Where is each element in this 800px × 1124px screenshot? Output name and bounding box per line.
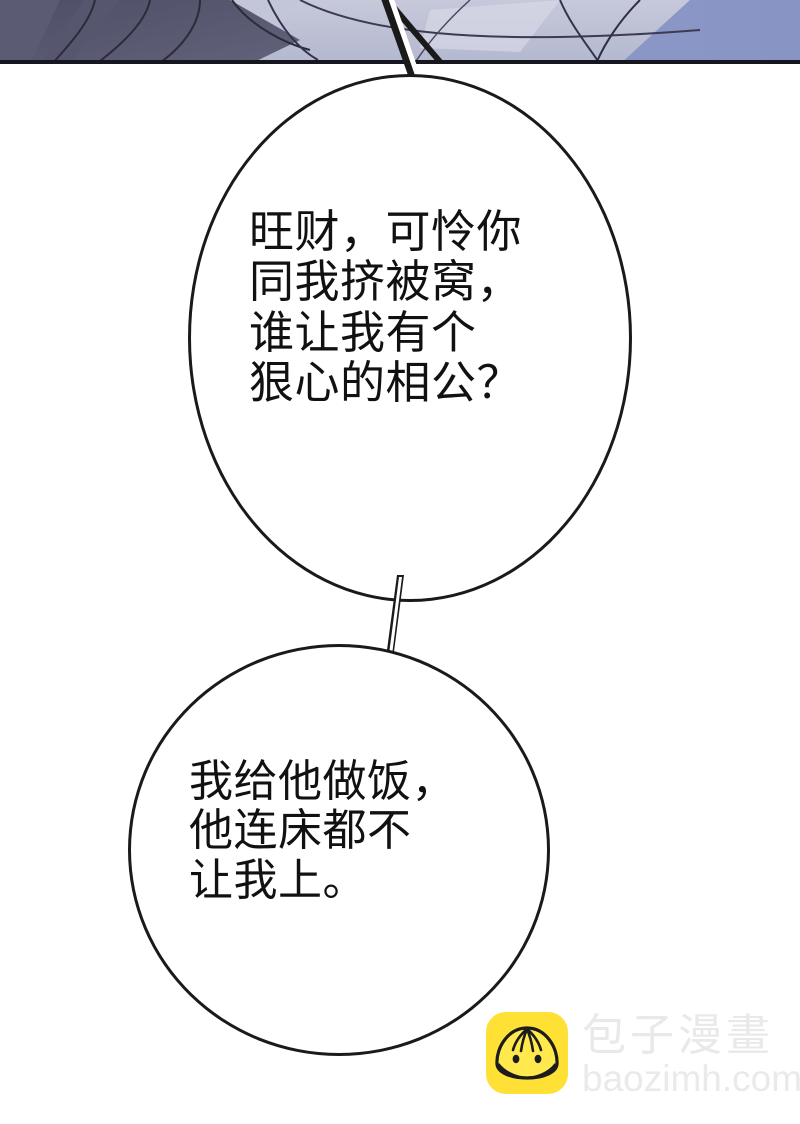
top-art-strip bbox=[0, 0, 800, 64]
speech-bubble-upper-text: 旺财，可怜你 同我挤被窝， 谁让我有个 狠心的相公？ bbox=[249, 206, 523, 409]
speech-bubble-lower-text: 我给他做饭， 他连床都不 让我上。 bbox=[189, 757, 456, 905]
art-line-fabric-1 bbox=[299, 0, 701, 39]
watermark-text-block: 包子漫畫 baozimh.com bbox=[582, 1012, 800, 1099]
art-line-fabric-2 bbox=[559, 0, 599, 60]
art-line-fabric-3 bbox=[596, 0, 641, 60]
baozi-eye-left bbox=[512, 1054, 520, 1064]
art-line-hair-3 bbox=[161, 0, 201, 60]
site-watermark: 包子漫畫 baozimh.com bbox=[486, 1012, 800, 1108]
baozi-eye-right bbox=[534, 1054, 542, 1064]
art-line-hair-1 bbox=[54, 0, 96, 60]
watermark-domain: baozimh.com bbox=[582, 1058, 800, 1099]
watermark-site-name: 包子漫畫 bbox=[582, 1011, 774, 1060]
art-illustration bbox=[0, 0, 800, 60]
art-shape-hair-strand-a bbox=[0, 0, 60, 60]
art-line-hair-5 bbox=[267, 0, 319, 60]
speech-bubble-upper: 旺财，可怜你 同我挤被窝， 谁让我有个 狠心的相公？ bbox=[188, 74, 632, 602]
baozi-bun-glyph bbox=[495, 1026, 559, 1080]
baozi-bun-icon bbox=[486, 1012, 568, 1094]
art-shape-highlight bbox=[420, 0, 560, 52]
speech-bubble-lower: 我给他做饭， 他连床都不 让我上。 bbox=[128, 644, 550, 1056]
art-line-hair-2 bbox=[99, 0, 151, 60]
